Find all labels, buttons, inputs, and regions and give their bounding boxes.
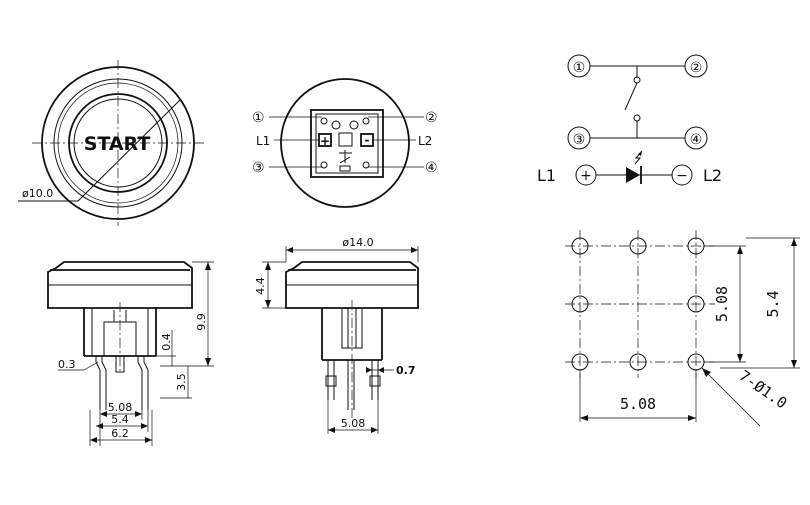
dim-5-08-side2: 5.08 — [341, 417, 366, 430]
start-label: START — [84, 133, 151, 155]
dim-0-3: 0.3 — [58, 358, 76, 371]
plus-symbol: + — [320, 134, 330, 148]
dim-0-7: 0.7 — [396, 364, 416, 377]
dim-14-0: ø14.0 — [342, 236, 373, 249]
sch-plus: + — [580, 168, 592, 184]
front-view: ø10.0 START — [18, 60, 204, 226]
dim-5-08: 5.08 — [108, 401, 133, 414]
sch-pin1: ① — [573, 60, 586, 76]
sch-minus: − — [676, 168, 688, 184]
l1-label: L1 — [256, 134, 270, 148]
bottom-view: + - ① ② ③ ④ L1 L2 — [252, 78, 438, 208]
sch-pin3: ③ — [573, 132, 586, 148]
dim-6-2: 6.2 — [111, 427, 129, 440]
pcb-dim-v-5-08: 5.08 — [713, 286, 731, 322]
pin3-label: ③ — [252, 160, 265, 176]
sch-l1: L1 — [537, 166, 556, 185]
l2-label: L2 — [418, 134, 432, 148]
dim-0-4: 0.4 — [160, 333, 173, 351]
pin4-label: ④ — [425, 160, 438, 176]
minus-symbol: - — [365, 133, 370, 147]
schematic: ① ② ③ ④ + − L1 L2 — [537, 54, 722, 186]
pin1-label: ① — [252, 110, 265, 126]
dim-5-4: 5.4 — [111, 413, 129, 426]
pcb-layout: 5.08 5.4 5.08 7-Ø1.0 — [565, 230, 800, 427]
pcb-dim-h-5-08: 5.08 — [620, 395, 656, 413]
side-view-right: ø14.0 4.4 0.7 5.08 — [254, 236, 419, 434]
sch-pin2: ② — [690, 60, 703, 76]
side-view-left: 9.9 0.4 3.5 0.3 5.08 5.4 6.2 — [47, 261, 214, 446]
dim-9-9: 9.9 — [195, 313, 208, 331]
sch-pin4: ④ — [690, 132, 703, 148]
dim-4-4: 4.4 — [254, 277, 267, 295]
sch-l2: L2 — [703, 166, 722, 185]
pcb-dim-v-5-4: 5.4 — [764, 290, 782, 317]
front-diameter-label: ø10.0 — [22, 187, 53, 200]
dim-3-5: 3.5 — [175, 373, 188, 391]
pin2-label: ② — [425, 110, 438, 126]
pcb-hole-label: 7-Ø1.0 — [736, 367, 791, 413]
